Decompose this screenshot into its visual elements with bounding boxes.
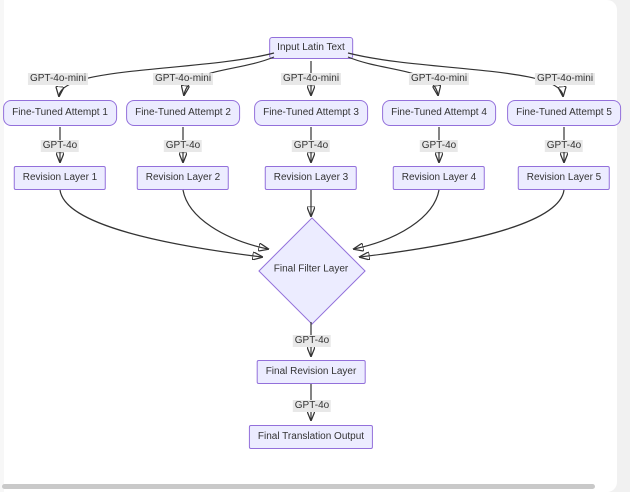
node-revision-layer-5: Revision Layer 5: [517, 166, 611, 190]
left-page-edge: [0, 0, 4, 492]
node-fine-tuned-attempt-5: Fine-Tuned Attempt 5: [507, 100, 621, 126]
edge-label-gpt4o-1: GPT-4o: [40, 140, 80, 152]
node-revision-layer-1: Revision Layer 1: [13, 166, 107, 190]
edge-label-gpt4o-mini-1: GPT-4o-mini: [27, 73, 89, 85]
edge-label-gpt4o-5: GPT-4o: [544, 140, 584, 152]
edge-label-gpt4o-2: GPT-4o: [163, 140, 203, 152]
node-fine-tuned-attempt-3: Fine-Tuned Attempt 3: [254, 100, 368, 126]
node-fine-tuned-attempt-1: Fine-Tuned Attempt 1: [3, 100, 117, 126]
node-fine-tuned-attempt-4: Fine-Tuned Attempt 4: [382, 100, 496, 126]
node-input-latin-text: Input Latin Text: [269, 37, 353, 59]
edge-label-gpt4o-mini-3: GPT-4o-mini: [280, 73, 342, 85]
edge-label-gpt4o-mini-4: GPT-4o-mini: [408, 73, 470, 85]
edge-label-gpt4o-filter-out: GPT-4o: [292, 335, 332, 347]
edge-label-gpt4o-3: GPT-4o: [291, 140, 331, 152]
edge-label-gpt4o-mini-2: GPT-4o-mini: [152, 73, 214, 85]
node-fine-tuned-attempt-2: Fine-Tuned Attempt 2: [126, 100, 240, 126]
node-revision-layer-3: Revision Layer 3: [264, 166, 358, 190]
node-final-filter-label: Final Filter Layer: [273, 263, 349, 275]
node-final-revision-layer: Final Revision Layer: [256, 360, 366, 384]
node-revision-layer-4: Revision Layer 4: [392, 166, 486, 190]
horizontal-scrollbar-thumb[interactable]: [2, 484, 595, 489]
edge-label-gpt4o-mini-5: GPT-4o-mini: [534, 73, 596, 85]
edge-label-gpt4o-final: GPT-4o: [292, 400, 332, 412]
edge-label-gpt4o-4: GPT-4o: [419, 140, 459, 152]
node-final-translation-output: Final Translation Output: [248, 425, 374, 449]
node-revision-layer-2: Revision Layer 2: [136, 166, 230, 190]
